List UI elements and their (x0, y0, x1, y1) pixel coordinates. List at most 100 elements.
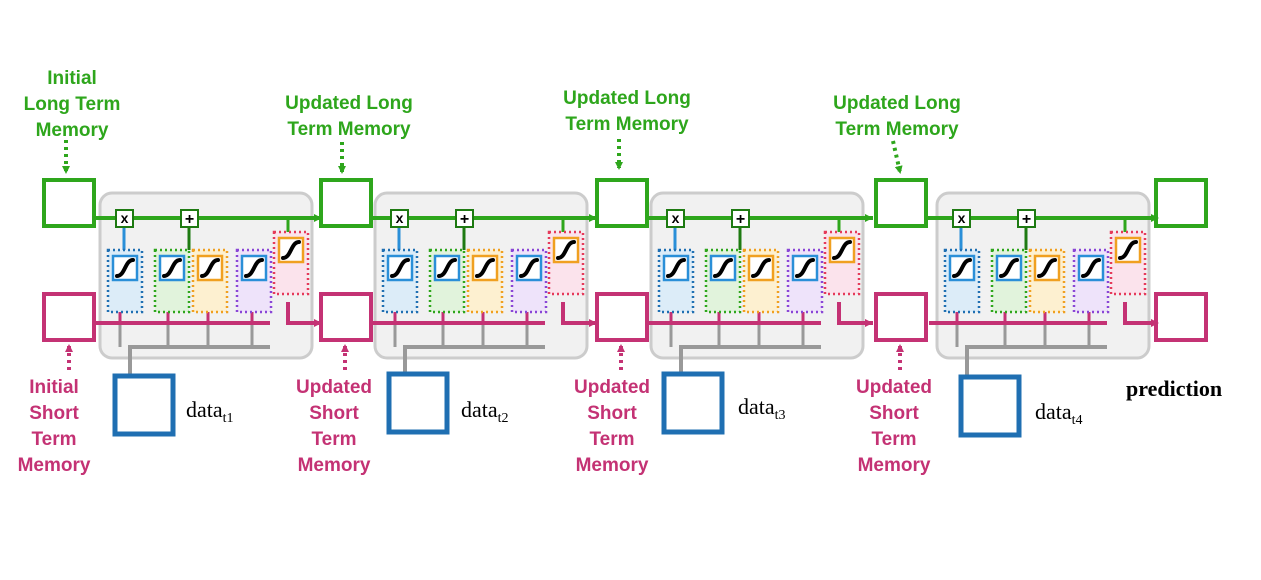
multiply-symbol: x (121, 210, 129, 226)
label-initial-short-term-memory: Initial Short Term Memory (4, 375, 104, 479)
add-symbol: + (185, 211, 194, 228)
label-updated-long-term-memory-1: Updated Long Term Memory (264, 91, 434, 143)
tanh-icon (281, 240, 301, 260)
tanh-icon (475, 258, 495, 278)
multiply-symbol: x (958, 210, 966, 226)
lstm-cells: x+x+x+x+ (48, 191, 1159, 378)
sigmoid-icon (999, 258, 1019, 278)
add-operator (731, 209, 750, 228)
short-term-memory-box (42, 292, 96, 342)
label-updated-long-term-memory-2: Updated Long Term Memory (542, 86, 712, 138)
label-initial-long-term-memory: Initial Long Term Memory (12, 66, 132, 144)
multiply-operator (666, 209, 685, 228)
sigmoid-icon (115, 258, 135, 278)
add-operator (455, 209, 474, 228)
add-symbol: + (1022, 211, 1031, 228)
add-operator (1017, 209, 1036, 228)
input-wire (965, 345, 1107, 378)
short-term-memory-box (319, 292, 373, 342)
short-term-wire (286, 302, 322, 325)
input-wire (128, 345, 270, 378)
label-updated-short-term-memory-3: Updated Short Term Memory (842, 375, 946, 479)
label-line: Updated Long (563, 88, 691, 109)
long-term-memory-box (319, 178, 373, 228)
label-line: Term Memory (835, 119, 959, 140)
label-input-data-t2: datat2 (461, 397, 509, 427)
label-updated-long-term-memory-3: Updated Long Term Memory (812, 91, 982, 143)
long-term-memory-box (1154, 178, 1208, 228)
tanh-icon (1037, 258, 1057, 278)
sigmoid-icon (952, 258, 972, 278)
multiply-operator (115, 209, 134, 228)
tanh-icon (200, 258, 220, 278)
input-wire (403, 345, 545, 378)
input-wire (679, 345, 821, 378)
label-input-data-t3: datat3 (738, 394, 786, 424)
label-line: Updated (574, 377, 650, 398)
label-base: data (186, 397, 223, 422)
input-data-box (661, 371, 725, 435)
label-base: data (1035, 399, 1072, 424)
label-line: Memory (297, 455, 371, 476)
multiply-operator (390, 209, 409, 228)
label-arrows (62, 139, 1159, 370)
label-line: Updated (296, 377, 372, 398)
dotted-arrow (891, 140, 903, 174)
tanh-icon (556, 240, 576, 260)
short-term-memory-box (595, 292, 649, 342)
add-symbol: + (460, 211, 469, 228)
sigmoid-icon (666, 258, 686, 278)
label-line: Updated Long (833, 93, 961, 114)
label-line: Short (869, 403, 919, 424)
sigmoid-icon (713, 258, 733, 278)
input-data-box (112, 373, 176, 437)
label-line: Initial (29, 377, 79, 398)
multiply-operator (952, 209, 971, 228)
label-line: Short (587, 403, 637, 424)
short-term-memory-box (874, 292, 928, 342)
label-line: Memory (857, 455, 931, 476)
label-line: Initial (47, 68, 97, 89)
label-line: Memory (35, 120, 109, 141)
label-updated-short-term-memory-1: Updated Short Term Memory (282, 375, 386, 479)
sigmoid-icon (519, 258, 539, 278)
tanh-icon (832, 240, 852, 260)
label-line: Term (31, 429, 77, 450)
sigmoid-icon (244, 258, 264, 278)
sigmoid-icon (162, 258, 182, 278)
label-line: Memory (17, 455, 91, 476)
short-term-wire (561, 302, 597, 325)
long-term-memory-box (874, 178, 928, 228)
label-prediction: prediction (1126, 376, 1223, 401)
short-term-wire (837, 302, 873, 325)
label-line: Short (29, 403, 79, 424)
label-line: Term (311, 429, 357, 450)
short-term-memory-box (1154, 292, 1208, 342)
label-subscript: t3 (774, 408, 786, 423)
memory-boxes (42, 178, 1208, 438)
label-subscript: t2 (497, 411, 509, 426)
multiply-symbol: x (672, 210, 680, 226)
label-subscript: t4 (1071, 413, 1083, 428)
label-line: Short (309, 403, 359, 424)
input-data-box (958, 374, 1022, 438)
sigmoid-icon (390, 258, 410, 278)
label-line: Term (589, 429, 635, 450)
label-line: Memory (575, 455, 649, 476)
long-term-memory-box (42, 178, 96, 228)
label-base: data (738, 394, 775, 419)
label-input-data-t1: datat1 (186, 397, 234, 427)
sigmoid-icon (1081, 258, 1101, 278)
label-line: Term Memory (565, 114, 689, 135)
label-updated-short-term-memory-2: Updated Short Term Memory (560, 375, 664, 479)
sigmoid-icon (795, 258, 815, 278)
label-subscript: t1 (222, 411, 234, 426)
multiply-symbol: x (396, 210, 404, 226)
sigmoid-icon (437, 258, 457, 278)
label-line: Updated Long (285, 93, 413, 114)
label-line: Updated (856, 377, 932, 398)
long-term-memory-box (595, 178, 649, 228)
tanh-icon (1118, 240, 1138, 260)
short-term-wire (1123, 302, 1159, 325)
